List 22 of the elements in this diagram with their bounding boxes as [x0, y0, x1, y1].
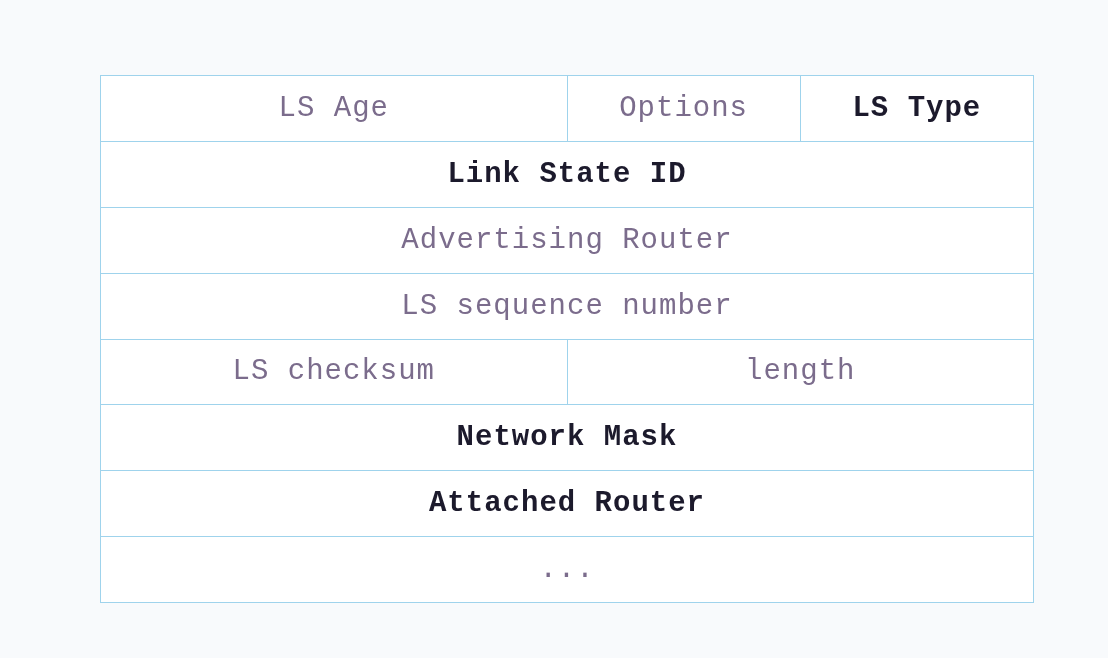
field-name: length — [745, 355, 856, 389]
field-name: Advertising Router — [401, 223, 733, 257]
field-name: Link State ID — [447, 157, 687, 191]
field-name: LS Type — [852, 91, 982, 125]
field-cell — [101, 273, 1034, 340]
field-cell — [101, 76, 568, 142]
field-name: ... — [539, 553, 595, 587]
field-name: Attached Router — [428, 487, 705, 521]
field-cell — [101, 207, 1034, 274]
field-name: Options — [619, 91, 749, 125]
field-cell — [800, 76, 1034, 142]
field-cell — [101, 339, 568, 406]
field-name: LS checksum — [232, 355, 435, 389]
field-cell — [101, 141, 1034, 208]
field-cell — [101, 471, 1034, 538]
field-cell — [567, 339, 1034, 406]
field-name: Network Mask — [456, 421, 678, 455]
field-cell — [101, 537, 1034, 603]
field-name: LS Age — [278, 91, 389, 125]
field-cell — [567, 76, 801, 142]
field-cell — [101, 405, 1034, 472]
field-name: LS sequence number — [401, 289, 733, 323]
